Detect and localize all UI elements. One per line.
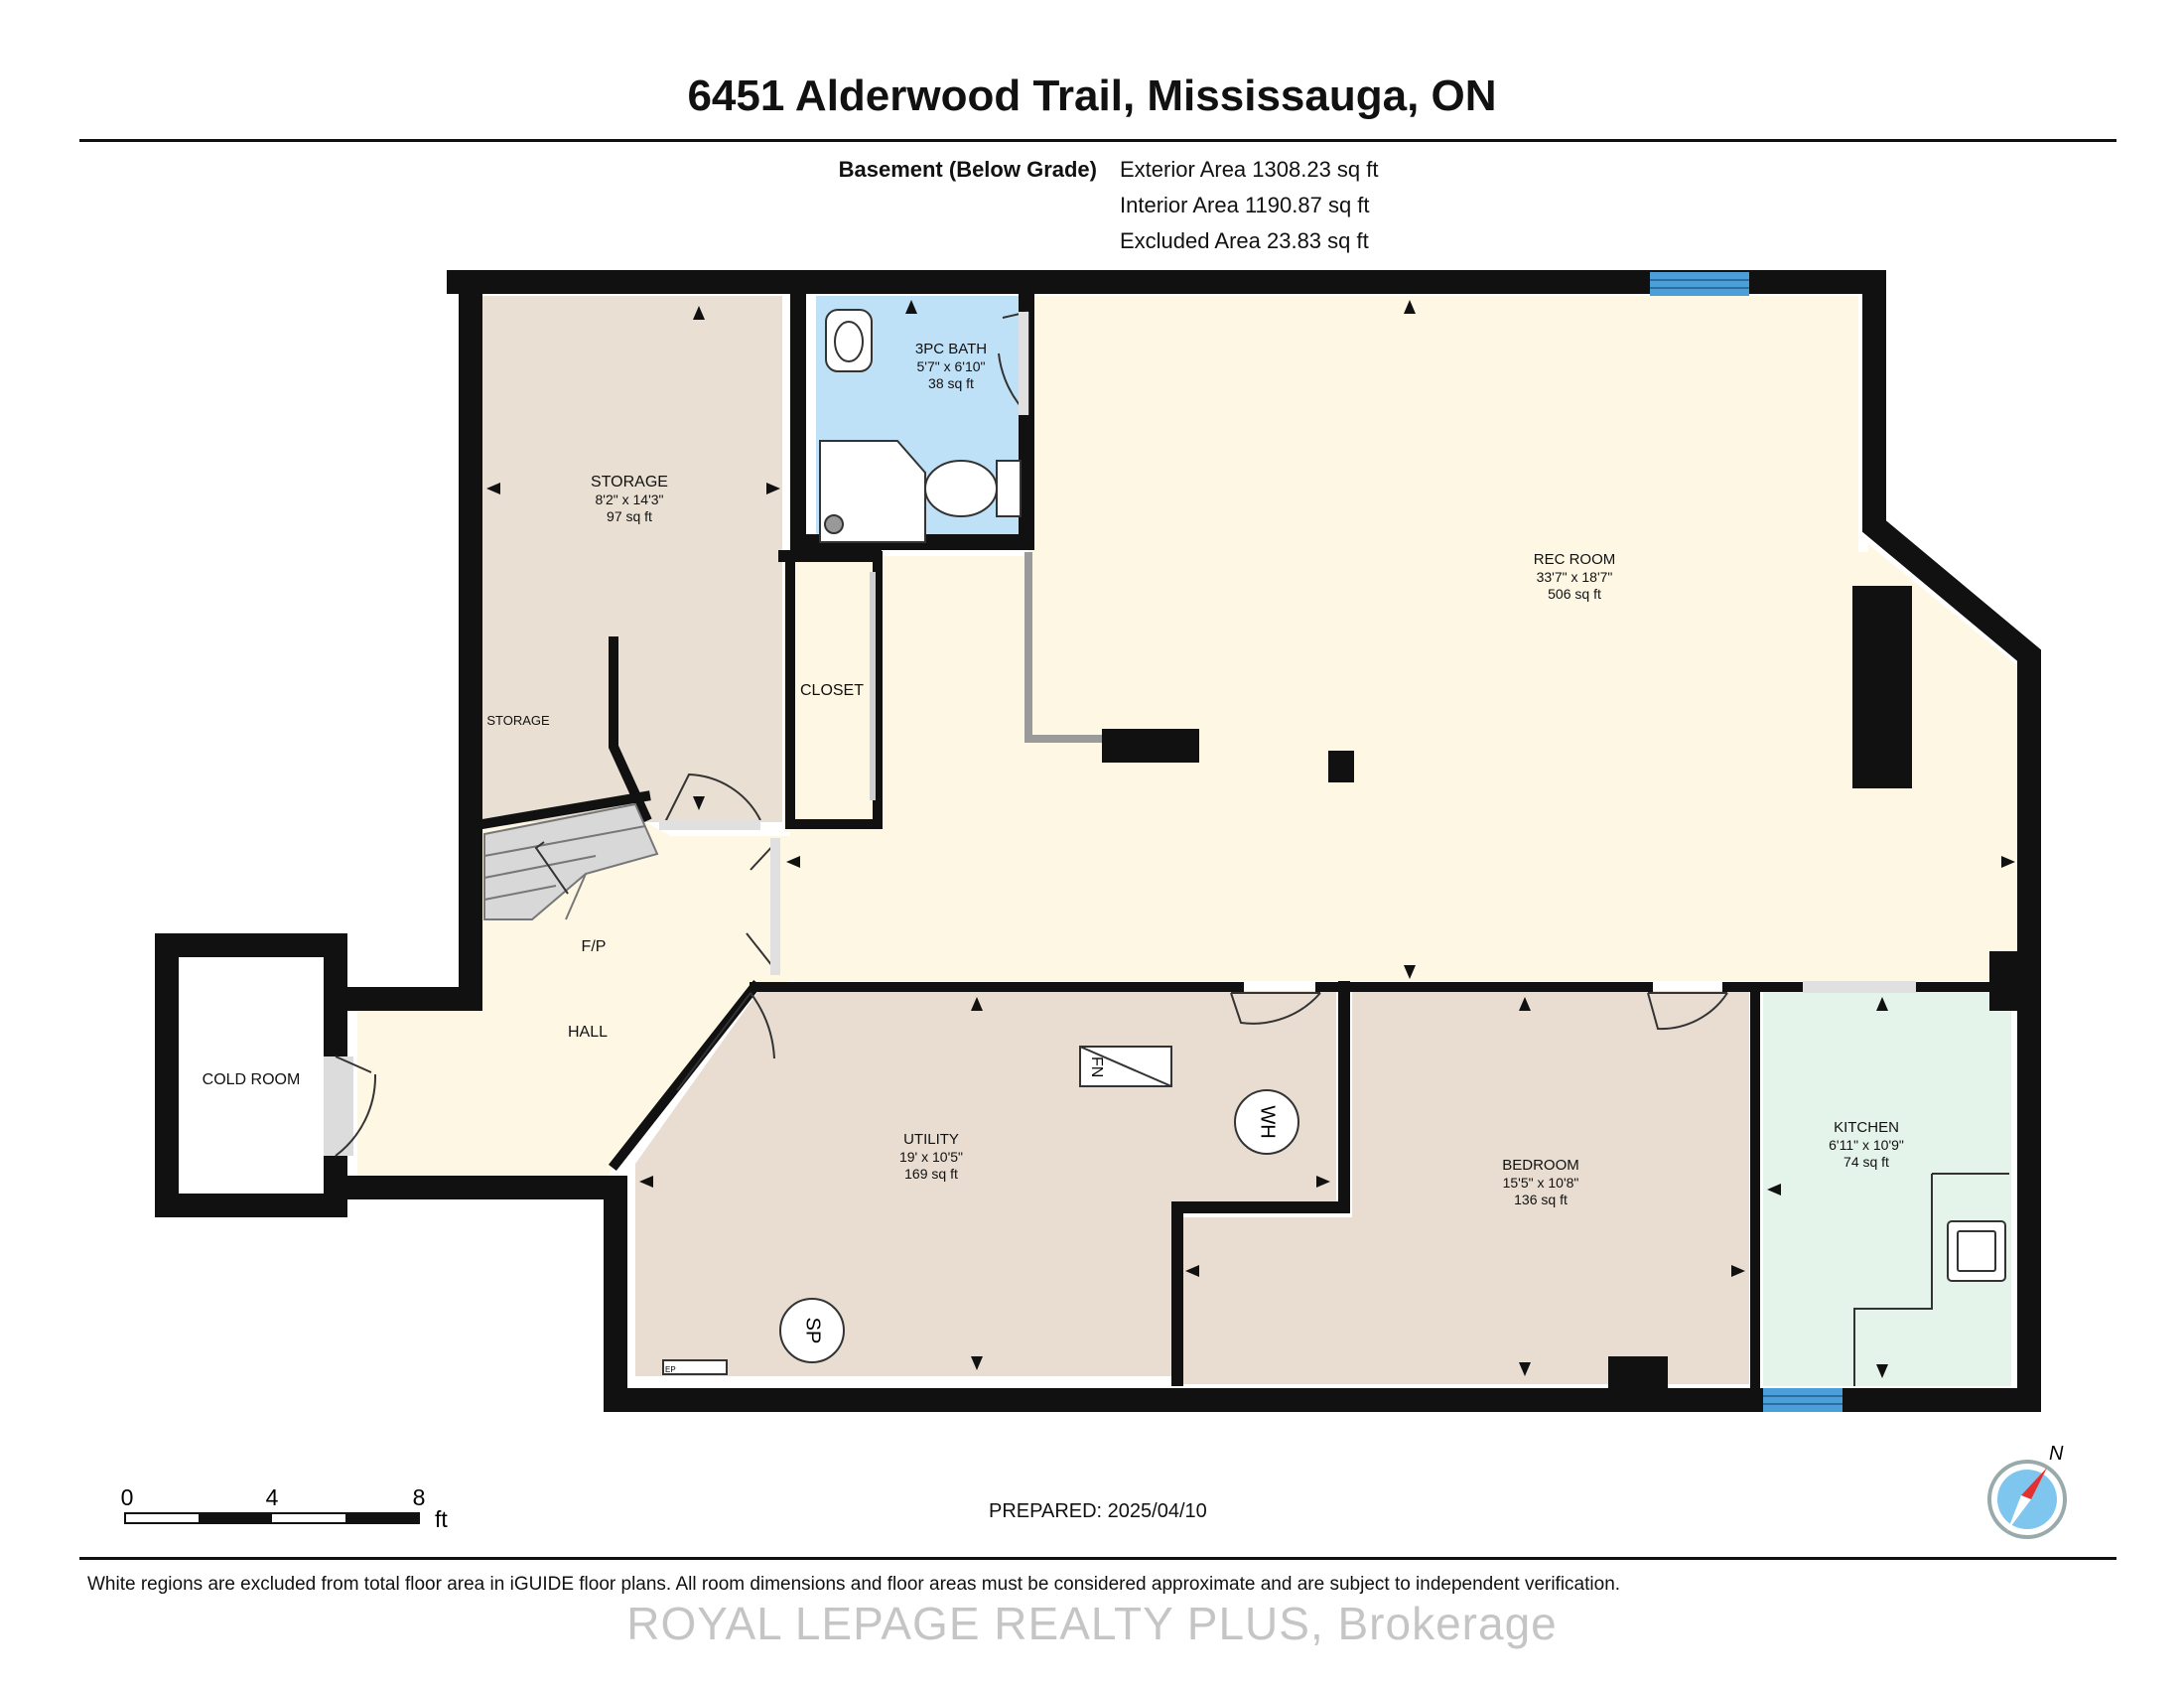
stair-direction-arrow xyxy=(534,841,569,895)
kitchen-name: KITCHEN xyxy=(1834,1119,1899,1136)
scale-bar xyxy=(124,1512,420,1524)
disclaimer: White regions are excluded from total fl… xyxy=(87,1574,1621,1595)
level-label: Basement (Below Grade) xyxy=(838,157,1097,182)
door-threshold-bath xyxy=(1019,312,1028,415)
utility-fixtures xyxy=(662,1046,1299,1375)
cold-room xyxy=(155,933,353,1217)
door-threshold-hall xyxy=(770,838,780,975)
column-rec-corner xyxy=(1989,951,2021,1011)
kitchen-dims: 6'11" x 10'9" xyxy=(1829,1137,1904,1153)
interior-area: Interior Area 1190.87 sq ft xyxy=(1120,193,1370,217)
prepared-date: PREPARED: 2025/04/10 xyxy=(989,1500,1207,1522)
brokerage-watermark: ROYAL LEPAGE REALTY PLUS, Brokerage xyxy=(626,1598,1558,1649)
utility-dims: 19' x 10'5" xyxy=(899,1149,963,1165)
exterior-area: Exterior Area 1308.23 sq ft xyxy=(1120,157,1379,182)
bath-dims: 5'7" x 6'10" xyxy=(917,358,986,374)
door-threshold-closet xyxy=(870,572,876,800)
door-threshold-stair xyxy=(659,820,760,830)
window-rec-lines xyxy=(1650,279,1749,289)
sp-label: SP xyxy=(802,1318,824,1344)
dimension-arrows xyxy=(486,300,2015,1378)
window-kitchen-lines xyxy=(1763,1395,1843,1405)
hall-fill xyxy=(357,822,790,1178)
rec-area: 506 sq ft xyxy=(1548,586,1601,602)
stairs xyxy=(483,802,659,920)
column-right xyxy=(1852,586,1912,788)
bedroom-dims: 15'5" x 10'8" xyxy=(1503,1175,1579,1191)
bath-fixtures xyxy=(819,309,1022,543)
rec-room-fill xyxy=(784,296,2019,981)
kitchen-fixtures xyxy=(1853,1173,2009,1386)
compass-icon xyxy=(1987,1460,2067,1539)
scale-unit: ft xyxy=(435,1506,448,1532)
storage-fill xyxy=(482,296,782,822)
scale-mid: 4 xyxy=(266,1484,279,1510)
cold-room-name: COLD ROOM xyxy=(203,1071,301,1088)
rec-dims: 33'7" x 18'7" xyxy=(1537,569,1613,585)
compass-north-label: N xyxy=(2049,1443,2064,1465)
storage-dims: 8'2" x 14'3" xyxy=(596,492,664,507)
door-threshold-kitchen xyxy=(1803,981,1916,993)
bedroom-name: BEDROOM xyxy=(1502,1157,1579,1174)
storage-name: STORAGE xyxy=(591,474,668,491)
scale-max: 8 xyxy=(413,1484,426,1510)
kitchen-fill xyxy=(1763,991,2011,1386)
bath-area: 38 sq ft xyxy=(928,375,974,391)
fp-name: F/P xyxy=(582,938,607,955)
column-bedroom xyxy=(1608,1356,1668,1390)
scale-zero: 0 xyxy=(121,1484,134,1510)
utility-name: UTILITY xyxy=(903,1131,959,1148)
excluded-area: Excluded Area 23.83 sq ft xyxy=(1120,228,1369,253)
hall-name: HALL xyxy=(568,1024,608,1041)
storage-small-name: STORAGE xyxy=(486,713,550,728)
utility-area: 169 sq ft xyxy=(904,1166,958,1182)
ep-label: EP xyxy=(665,1365,676,1374)
header-divider xyxy=(79,139,2116,142)
window-rec xyxy=(1650,272,1749,296)
wh-label: WH xyxy=(1257,1105,1279,1138)
column-center xyxy=(1328,751,1354,782)
storage-area: 97 sq ft xyxy=(607,508,652,524)
fn-label: FN xyxy=(1088,1056,1105,1077)
room-labels: STORAGE 8'2" x 14'3" 97 sq ft STORAGE 3P… xyxy=(203,341,1904,1207)
kitchen-area: 74 sq ft xyxy=(1843,1154,1889,1170)
footer-divider xyxy=(79,1557,2116,1560)
window-kitchen xyxy=(1763,1388,1843,1412)
page-title: 6451 Alderwood Trail, Mississauga, ON xyxy=(687,71,1497,120)
closet-name: CLOSET xyxy=(800,682,864,699)
bedroom-area: 136 sq ft xyxy=(1514,1192,1568,1207)
bath-name: 3PC BATH xyxy=(915,341,987,357)
rec-name: REC ROOM xyxy=(1534,551,1616,568)
column-left xyxy=(1102,729,1199,763)
bedroom-fill xyxy=(1181,991,1749,1384)
